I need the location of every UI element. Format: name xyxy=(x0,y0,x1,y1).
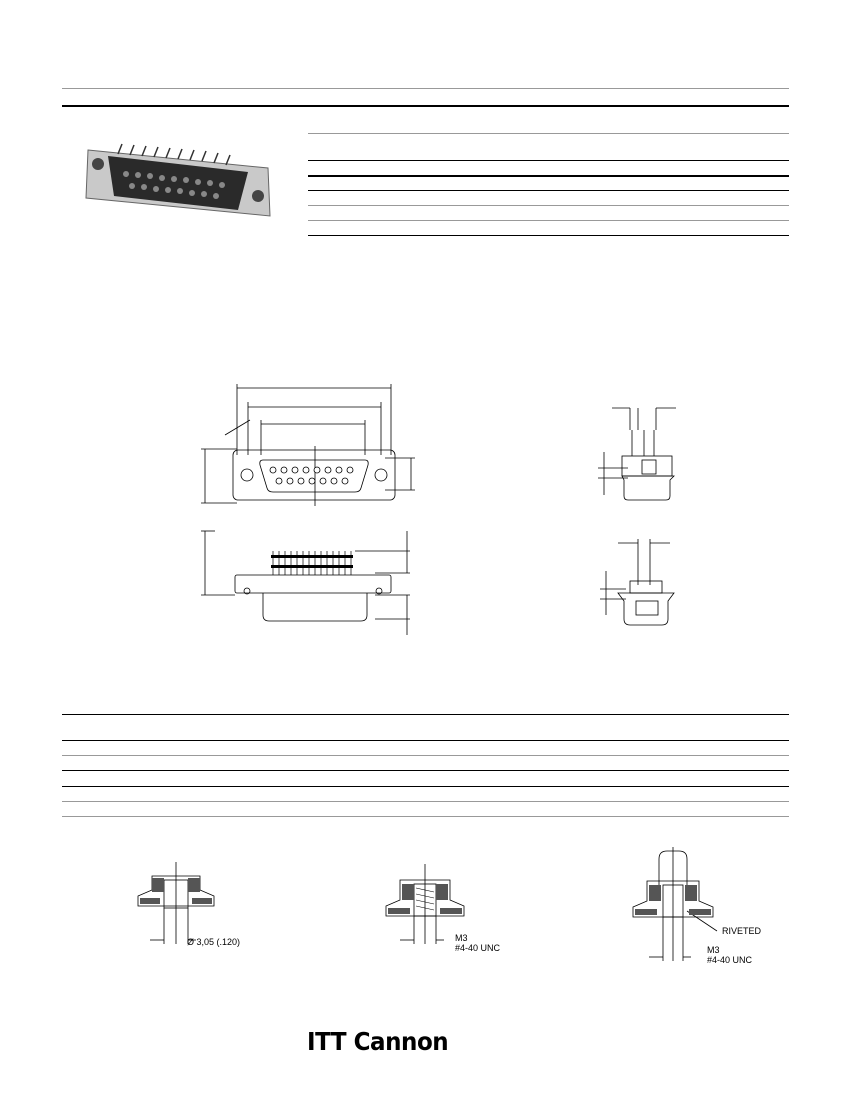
m3-callout-a: M3 xyxy=(455,933,468,943)
product-photo xyxy=(85,143,271,217)
m3-callout-b: M3 xyxy=(707,945,720,955)
clearance-hole-callout: Ø 3,05 (.120) xyxy=(187,937,241,947)
side-view-drawing xyxy=(201,530,410,635)
mounting-clearance-hole-drawing xyxy=(137,862,215,944)
mounting-threaded-insert-drawing xyxy=(385,864,465,944)
header-rule-thin xyxy=(62,88,789,89)
unc-callout-a: #4-40 UNC xyxy=(455,943,501,953)
profile-view-bottom xyxy=(600,539,675,626)
itt-cannon-logo: ITT Cannon xyxy=(307,1027,449,1056)
mounting-riveted-drawing xyxy=(632,847,718,961)
riveted-callout: RIVETED xyxy=(722,926,762,936)
header-rule-thick xyxy=(62,105,789,107)
profile-view-top xyxy=(598,407,676,501)
front-view-drawing xyxy=(201,384,415,506)
unc-callout-b: #4-40 UNC xyxy=(707,955,753,965)
